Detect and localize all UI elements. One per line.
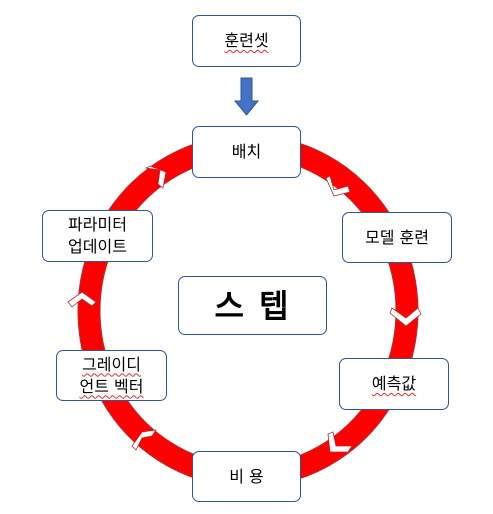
cost-node: 비 용 (192, 451, 301, 502)
gradient-vector-label-line1: 그레이디 (82, 354, 141, 374)
chevron-arrow-icon (67, 291, 97, 308)
gradient-vector-node: 그레이디 언트 벡터 (56, 350, 167, 401)
chevron-arrow-icon (144, 165, 167, 189)
parameter-update-label-line2: 업데이트 (68, 237, 127, 256)
batch-label: 배치 (231, 142, 262, 161)
training-set-label: 훈련셋 (224, 31, 269, 50)
model-training-node: 모델 훈련 (342, 212, 452, 263)
chevron-arrow-icon (327, 431, 353, 453)
chevron-arrow-icon (325, 175, 351, 197)
training-set-node: 훈련셋 (192, 15, 301, 67)
step-center-label: 스 텝 (214, 286, 291, 325)
cost-label: 비 용 (229, 466, 264, 486)
prediction-node: 예측값 (339, 358, 449, 410)
batch-node: 배치 (192, 126, 301, 178)
step-center-node: 스 텝 (178, 276, 327, 335)
parameter-update-label-line1: 파라미터 (68, 215, 127, 234)
chevron-arrow-icon (131, 429, 157, 451)
down-arrow-icon (233, 77, 260, 116)
cycle-chevrons (67, 165, 422, 453)
chevron-arrow-icon (389, 307, 422, 327)
model-training-label: 모델 훈련 (365, 227, 429, 247)
prediction-label: 예측값 (371, 374, 417, 393)
gradient-vector-label-line2: 언트 벡터 (79, 376, 144, 396)
parameter-update-node: 파라미터 업데이트 (42, 210, 153, 262)
